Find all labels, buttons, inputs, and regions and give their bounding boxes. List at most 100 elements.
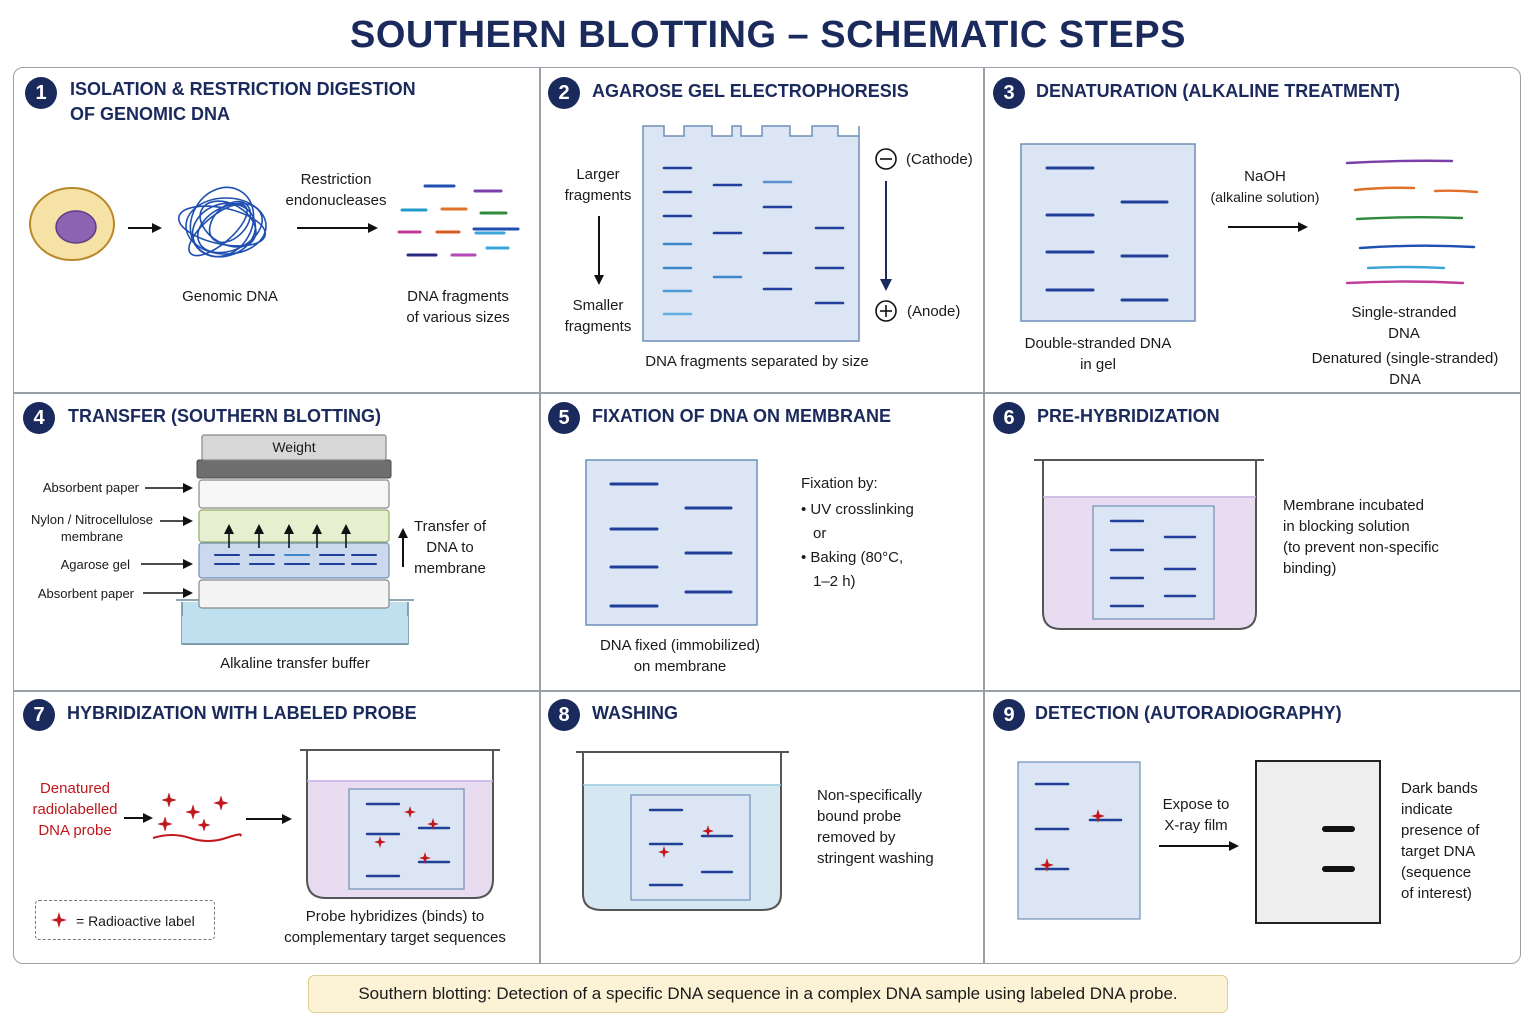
expose-label: Expose to X-ray film [1150, 794, 1242, 836]
label-line: Expose to [1162, 796, 1230, 813]
transfer-label: Transfer of DNA to membrane [404, 516, 496, 579]
label-line: NaOH [1244, 168, 1286, 185]
xray-film [1255, 760, 1381, 924]
cell-icon [29, 187, 115, 261]
reagent-label: NaOH (alkaline solution) [1200, 166, 1330, 208]
step-number: 7 [23, 699, 55, 731]
label-line: Single-stranded [1351, 304, 1457, 321]
label-line: Membrane incubated [1283, 497, 1424, 514]
label-line: Restriction [300, 171, 372, 188]
step-number: 1 [25, 77, 57, 109]
detection-membrane [1017, 761, 1141, 920]
prehyb-description: Membrane incubated in blocking solution … [1283, 495, 1503, 579]
fragments-label: DNA fragments of various sizes [388, 286, 528, 328]
label-line: 1–2 h) [813, 573, 856, 590]
label-line: DNA probe [38, 822, 112, 839]
label-line: DNA [1389, 371, 1421, 388]
ds-dna-gel [1020, 143, 1196, 322]
step-title: TRANSFER (SOUTHERN BLOTTING) [68, 406, 381, 426]
step-number: 2 [548, 77, 580, 109]
probe-label: Denatured radiolabelled DNA probe [20, 778, 130, 841]
label-line: in blocking solution [1283, 518, 1410, 535]
gel-caption: DNA fragments separated by size [645, 353, 869, 370]
label-line: removed by [817, 829, 896, 846]
anode-plus-icon [875, 300, 897, 322]
label-line: • Baking (80°C, [801, 549, 904, 566]
buffer-label: Alkaline transfer buffer [220, 655, 370, 672]
label-line: Non-specifically [817, 787, 923, 804]
page-title: SOUTHERN BLOTTING – SCHEMATIC STEPS [350, 14, 1186, 56]
legend-star-icon [51, 912, 67, 928]
larger-fragments-label: Larger fragments [550, 164, 646, 206]
label-line: DNA fragments [407, 288, 509, 305]
label-line: Smaller [572, 297, 624, 314]
label-line: Nylon / Nitrocellulose [30, 512, 154, 527]
label-line: Denatured [39, 780, 111, 797]
step-title-line: ISOLATION & RESTRICTION DIGESTION [70, 79, 416, 99]
label-line: of various sizes [406, 309, 510, 326]
cathode-minus-icon [875, 148, 897, 170]
legend-box [35, 900, 215, 940]
step-number: 8 [548, 699, 580, 731]
divider [14, 392, 1520, 394]
label-line: in gel [1080, 356, 1116, 373]
smaller-fragments-label: Smaller fragments [550, 295, 646, 337]
step-title: HYBRIDIZATION WITH LABELED PROBE [67, 703, 417, 723]
dna-fragments-icon [397, 184, 520, 257]
label-line: stringent washing [817, 850, 934, 867]
washing-description: Non-specifically bound probe removed by … [817, 785, 967, 869]
label-line: (alkaline solution) [1210, 189, 1320, 205]
ss-dna-strands-icon [1345, 159, 1479, 285]
agarose-gel-label: Agarose gel [60, 557, 130, 572]
fixed-membrane [585, 459, 758, 626]
label-line: DNA [1388, 325, 1420, 342]
fixation-methods: Fixation by: • UV crosslinking or • Baki… [801, 472, 971, 594]
label-line: presence of [1401, 822, 1480, 839]
label-line: Larger [576, 166, 620, 183]
step-title: WASHING [592, 703, 679, 723]
label-line: indicate [1401, 801, 1453, 818]
ss-dna-label: Single-stranded DNA [1330, 302, 1478, 344]
label-line: complementary target sequences [284, 929, 506, 946]
label-line: DNA to [426, 539, 474, 556]
label-line: on membrane [633, 658, 727, 675]
enzyme-label: Restriction endonucleases [276, 169, 396, 211]
blot-stack [176, 434, 414, 645]
label-line: membrane [60, 529, 124, 544]
label-line: X-ray film [1164, 817, 1228, 834]
label-line: endonucleases [285, 192, 387, 209]
step-number: 4 [23, 402, 55, 434]
step-number: 6 [993, 402, 1025, 434]
step-title: AGAROSE GEL ELECTROPHORESIS [592, 81, 909, 101]
hybridization-caption: Probe hybridizes (binds) to complementar… [270, 906, 520, 948]
fixed-caption: DNA fixed (immobilized) on membrane [570, 635, 790, 677]
label-line: target DNA [1401, 843, 1476, 860]
probe-stars-icon [157, 792, 229, 832]
genomic-dna-label: Genomic DNA [182, 288, 278, 305]
label-line: membrane [414, 560, 486, 577]
detection-description: Dark bands indicate presence of target D… [1401, 778, 1511, 904]
label-line: Double-stranded DNA [1024, 335, 1172, 352]
label-line: bound probe [817, 808, 902, 825]
washing-tray [576, 751, 789, 911]
legend-label: = Radioactive label [76, 913, 195, 929]
step-title: ISOLATION & RESTRICTION DIGESTION OF GEN… [70, 77, 416, 127]
label-line: Fixation by: [801, 475, 878, 492]
weight-label: Weight [272, 439, 316, 455]
denatured-label: Denatured (single-stranded) DNA [1300, 348, 1510, 390]
step-number: 5 [548, 402, 580, 434]
cathode-label: (Cathode) [906, 151, 973, 168]
absorbent-bottom-label: Absorbent paper [37, 586, 134, 601]
steps-grid [13, 67, 1521, 964]
step-title: DETECTION (AUTORADIOGRAPHY) [1035, 703, 1342, 723]
label-line: (to prevent non-specific [1283, 539, 1439, 556]
genomic-dna-tangle-icon [177, 186, 267, 258]
label-line: • UV crosslinking [801, 501, 914, 518]
ds-dna-label: Double-stranded DNA in gel [1010, 333, 1186, 375]
label-line: Dark bands [1401, 780, 1478, 797]
prehyb-tray [1034, 459, 1264, 630]
summary-footer: Southern blotting: Detection of a specif… [308, 975, 1228, 1013]
step-title: FIXATION OF DNA ON MEMBRANE [592, 406, 891, 426]
label-line: (sequence [1401, 864, 1472, 881]
